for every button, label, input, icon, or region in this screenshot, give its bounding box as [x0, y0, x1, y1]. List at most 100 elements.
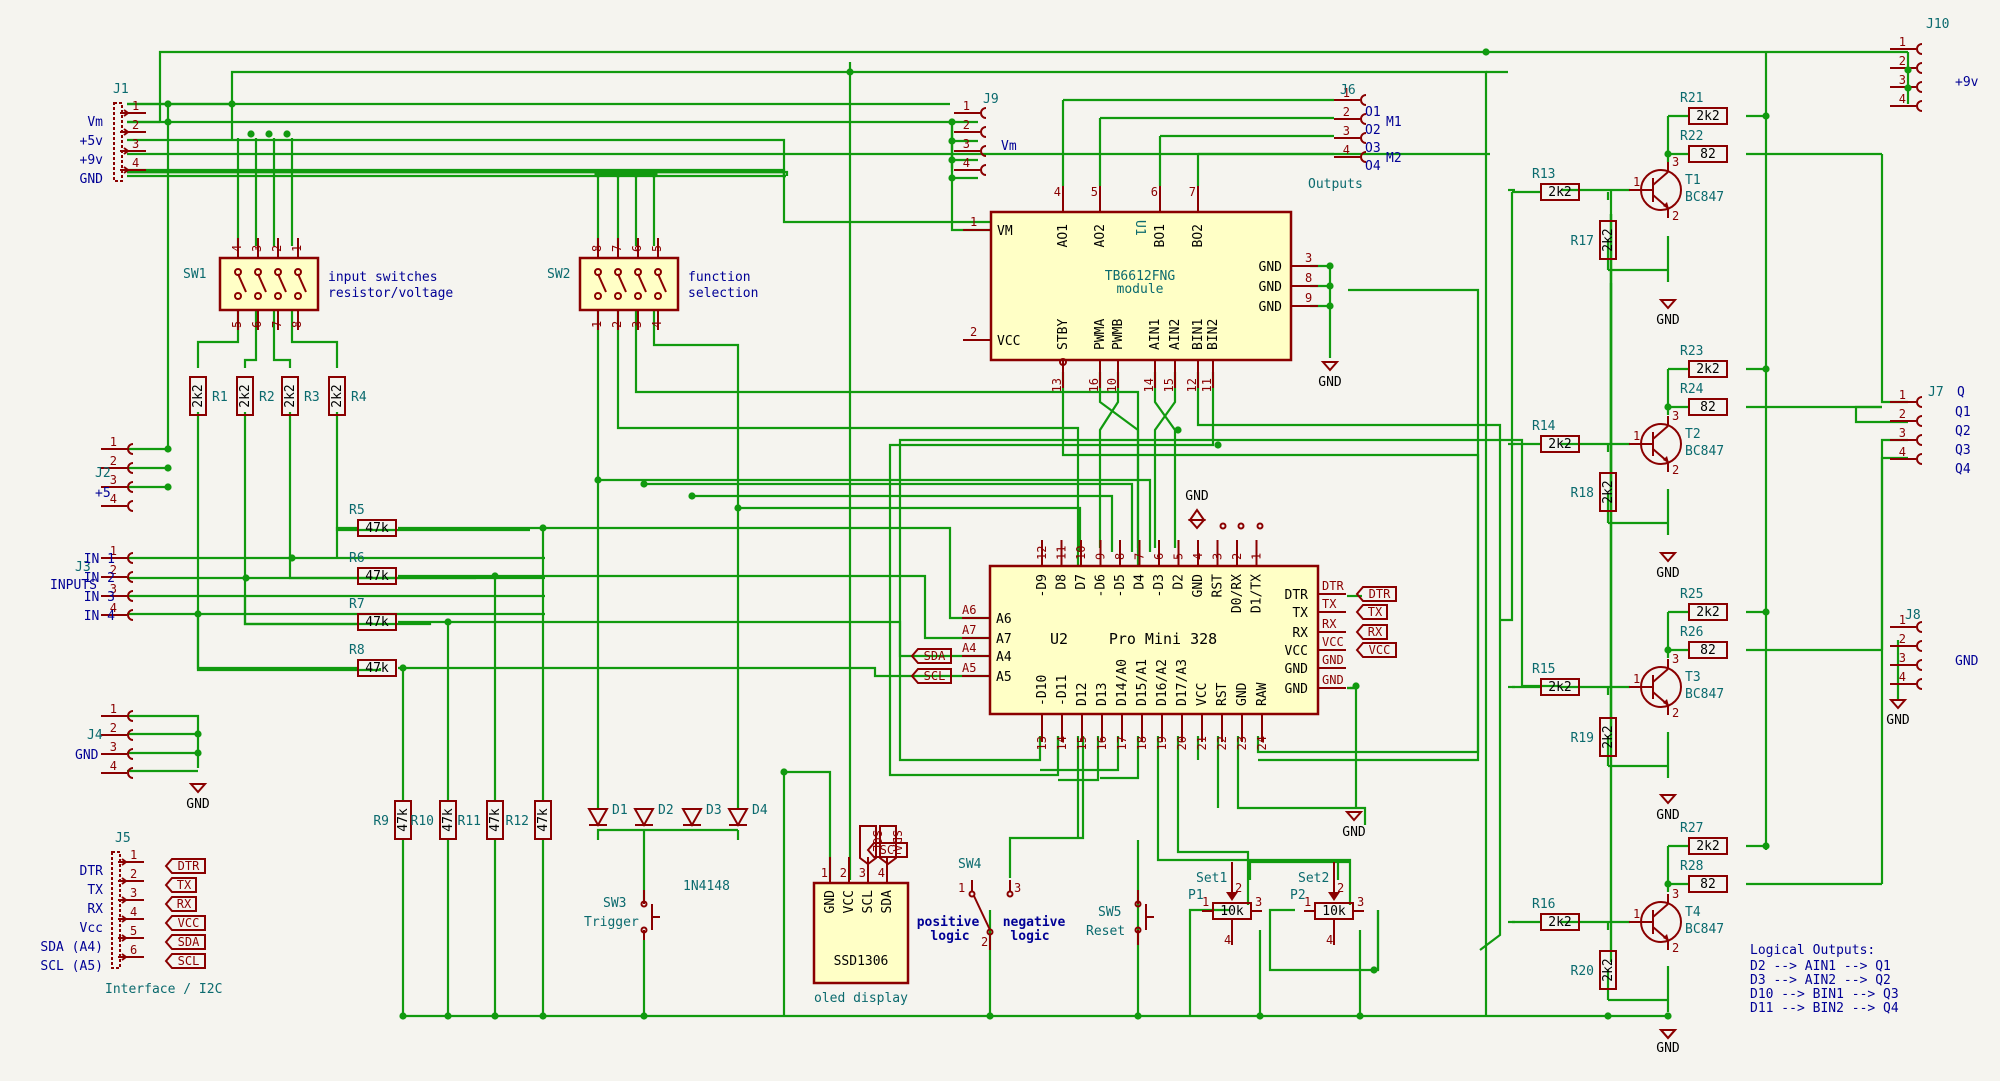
- socket-marker: [1916, 453, 1923, 465]
- ground-icon: [1658, 794, 1678, 805]
- resistor-body: [1688, 875, 1728, 893]
- pin-number: 15: [1075, 736, 1089, 750]
- pin-name: D14/A0: [1115, 659, 1130, 706]
- connector-label: +9v: [1955, 75, 1979, 90]
- pin-name: -D6: [1094, 574, 1109, 597]
- pin-number: 3: [1672, 652, 1679, 666]
- pin-name: D0/RX: [1230, 574, 1245, 613]
- pin-name: AIN2: [1168, 319, 1183, 350]
- junction-dot: [164, 483, 172, 491]
- pin-line: [597, 273, 607, 293]
- pin-number: 2: [840, 866, 847, 880]
- pin-number: 11: [1055, 546, 1069, 560]
- net-flag-label: SDA: [924, 649, 946, 663]
- connector-label: GND: [1955, 654, 1979, 669]
- connector-j1-body: [113, 102, 123, 182]
- flag-rx: RX: [164, 896, 197, 912]
- connector-j5-body: [111, 851, 121, 969]
- socket-marker: [1916, 640, 1923, 652]
- wire: [738, 506, 1082, 552]
- resistor-body: [1599, 717, 1617, 757]
- wire: [616, 310, 1080, 568]
- pin-number: 3: [1357, 895, 1364, 909]
- junction-dot: [640, 1012, 648, 1020]
- mcu-ref: U2: [1050, 630, 1068, 648]
- pin-name: -D10: [1035, 675, 1050, 706]
- wire: [1500, 192, 1514, 622]
- ground-t2: GND: [1656, 552, 1680, 581]
- pin-number: 2: [981, 935, 988, 949]
- driver-name: TB6612FNG: [1105, 269, 1176, 284]
- diode-body: [633, 808, 655, 828]
- diode-ref: D4: [752, 803, 768, 818]
- resistor-value: 47k: [441, 808, 456, 832]
- wire: [196, 614, 358, 670]
- pin-number: 14: [1055, 736, 1069, 750]
- transistor-value: BC847: [1685, 922, 1724, 937]
- junction-dot: [539, 1012, 547, 1020]
- pin-number: 8: [1305, 271, 1312, 285]
- no-connect: [1219, 522, 1227, 530]
- junction-dot: [1762, 842, 1770, 850]
- junction-dot: [399, 1012, 407, 1020]
- connector-label: IN 2: [84, 571, 115, 586]
- pin-number: 3: [250, 245, 264, 252]
- pin-number: 17: [1115, 736, 1129, 750]
- ground-u1: GND: [1318, 361, 1342, 390]
- resistor-value: 2k2: [238, 384, 253, 407]
- motor-label: M1: [1386, 115, 1402, 130]
- connector-ref: J4: [87, 728, 103, 743]
- pin-marker: [121, 915, 128, 923]
- connector-ref: J7: [1928, 385, 1944, 400]
- socket-marker: [127, 500, 134, 512]
- emitter-arrow: [1663, 934, 1669, 941]
- net-flag: [910, 648, 952, 664]
- pin-number: 1: [1633, 175, 1640, 189]
- connector-label: +5v: [80, 134, 104, 149]
- pot-ref: P2: [1290, 888, 1306, 903]
- pin-number: 3: [1899, 426, 1906, 440]
- resistor-value: 82: [1700, 643, 1716, 658]
- pin-number: 2: [1235, 881, 1242, 895]
- switch-ref: SW1: [183, 267, 206, 282]
- connector-label: INPUTS: [50, 578, 97, 593]
- pin-number: 2: [1672, 706, 1679, 720]
- junction-dot: [640, 480, 648, 488]
- wire: [398, 666, 990, 678]
- pin-number: 7: [270, 321, 284, 328]
- pin-marker: [123, 147, 130, 155]
- ground-label: GND: [1886, 713, 1910, 728]
- pin-number: 1: [1633, 429, 1640, 443]
- junction-dot: [283, 130, 291, 138]
- resistor-ref: R6: [349, 551, 365, 566]
- contact: [968, 890, 976, 898]
- pin-number: 5: [230, 321, 244, 328]
- resistor-body: [1688, 145, 1728, 163]
- pin-number: 3: [1672, 409, 1679, 423]
- pin-number: 1: [290, 245, 304, 252]
- pin-number: 10: [1105, 378, 1119, 392]
- pin-number: 4: [650, 321, 664, 328]
- resistor-ref: R18: [1571, 486, 1594, 501]
- pin-number: 4: [1054, 185, 1061, 199]
- junction-dot: [194, 749, 202, 757]
- resistor-value: 47k: [536, 808, 551, 832]
- pin-number: 1: [1202, 895, 1209, 909]
- wire: [1188, 908, 1230, 1016]
- pin-number: 3: [1343, 124, 1350, 138]
- wire: [1236, 736, 1367, 825]
- resistor-ref: R23: [1680, 344, 1703, 359]
- oled-caption: oled display: [814, 991, 908, 1006]
- pin-marker: [121, 953, 128, 961]
- pin-number: 3: [963, 137, 970, 151]
- pin-marker: [121, 877, 128, 885]
- resistor-body: [357, 519, 397, 537]
- wiper-icon: [1328, 892, 1340, 901]
- wire: [335, 526, 357, 558]
- emitter-arrow: [1663, 456, 1669, 463]
